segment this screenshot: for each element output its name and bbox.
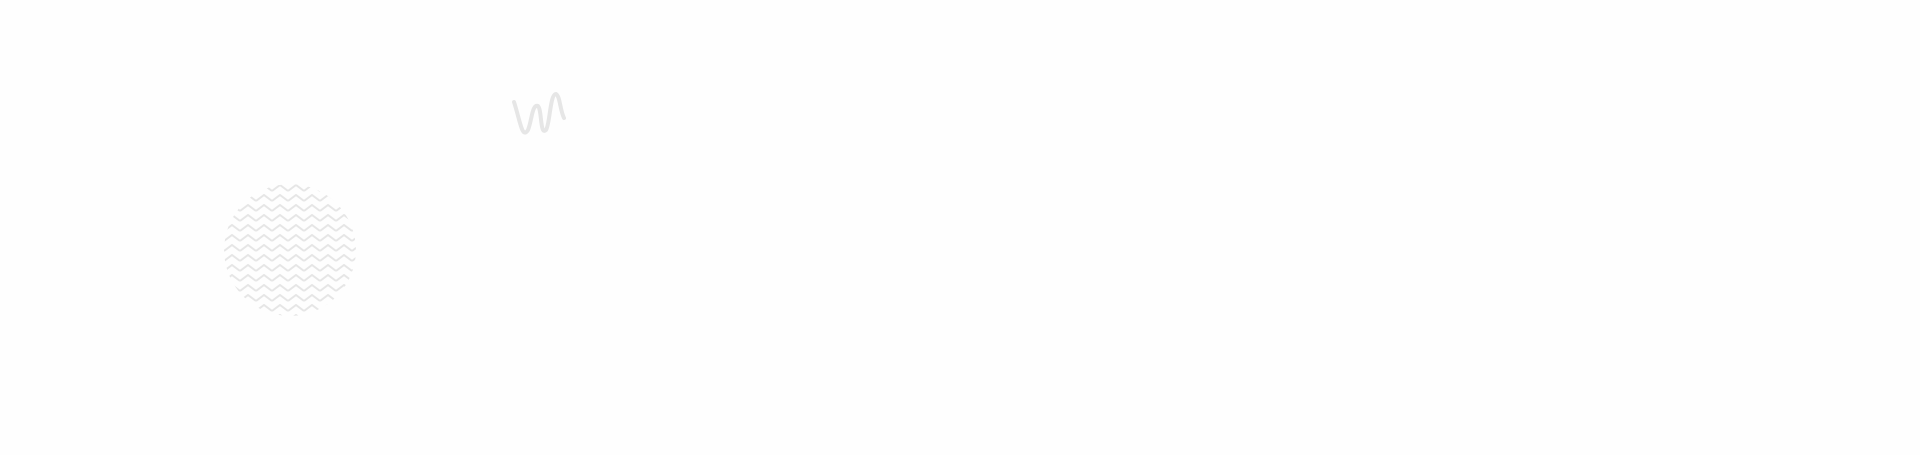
wave-logo-icon [510,90,566,142]
zigzag-pattern-circle-icon [224,184,356,316]
